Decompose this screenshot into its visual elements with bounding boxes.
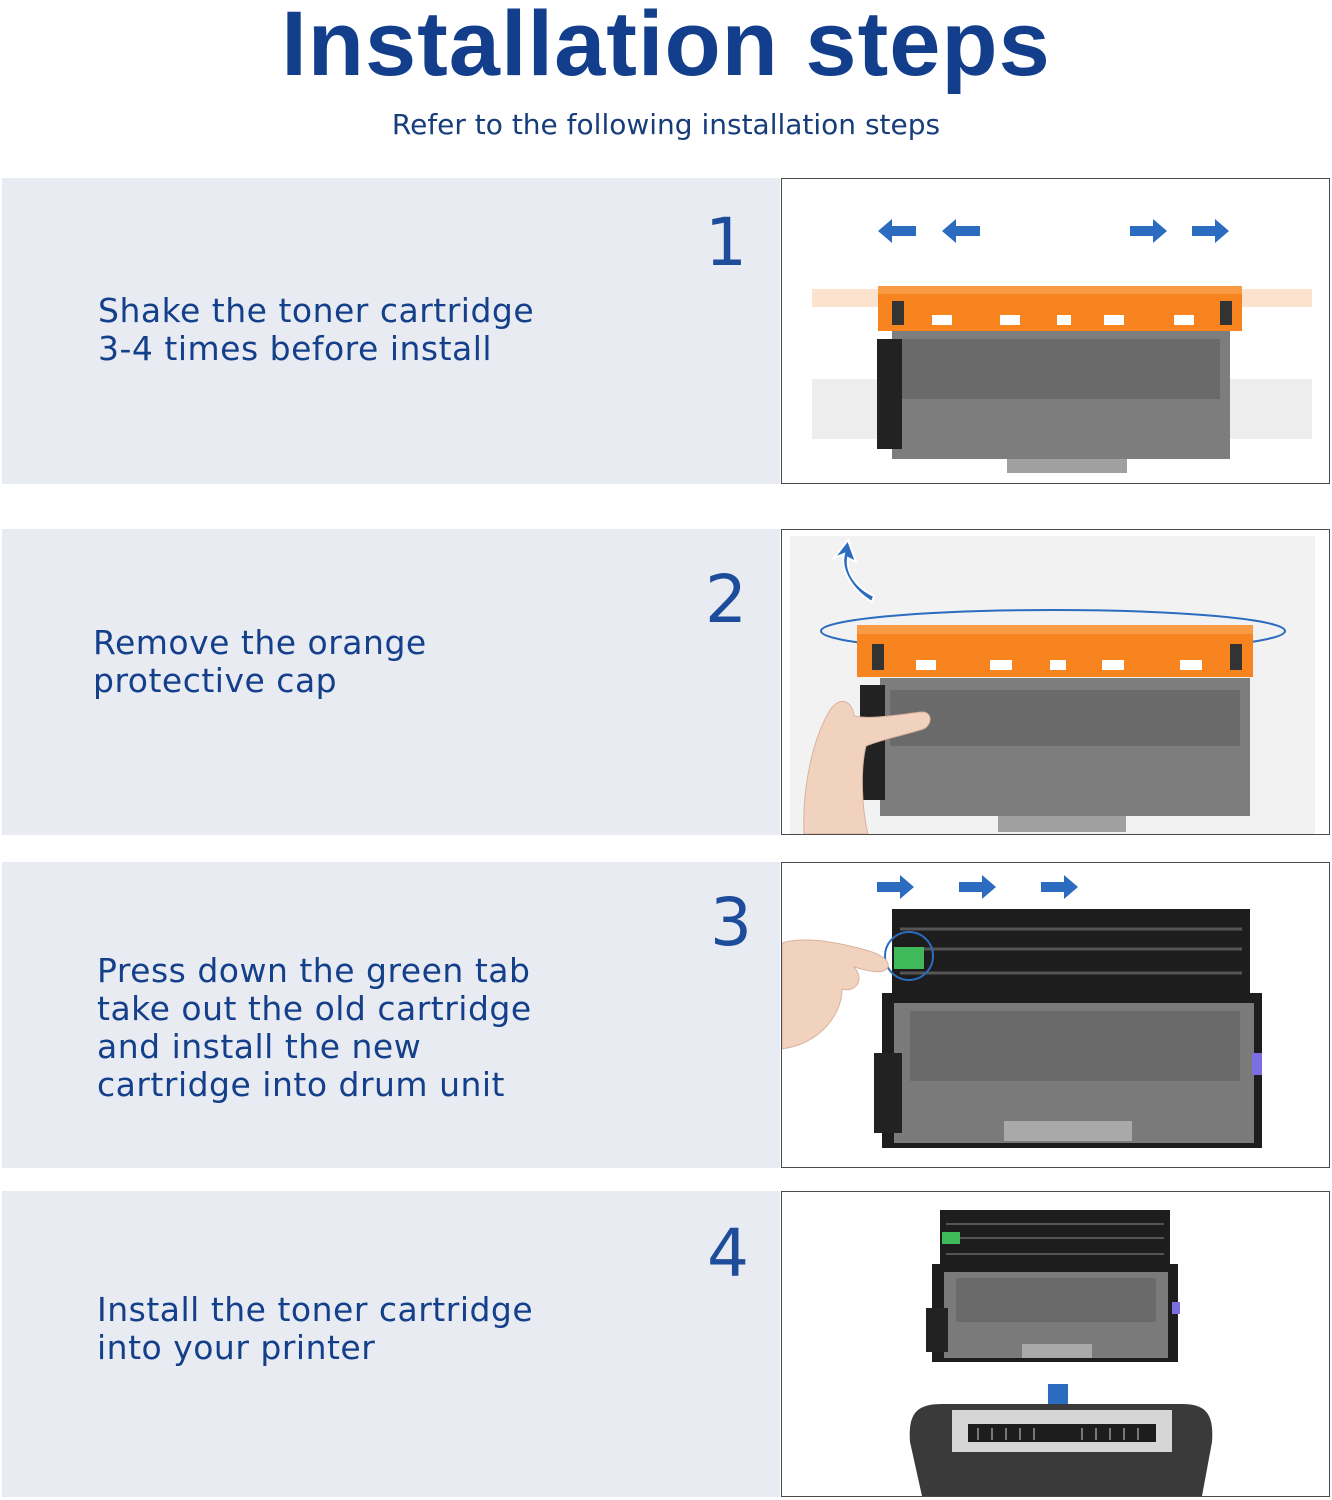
step-2-description: Remove the orange protective cap: [93, 623, 427, 700]
page-subtitle: Refer to the following installation step…: [391, 108, 941, 141]
step-4-panel: 4 Install the toner cartridge into your …: [2, 1191, 1330, 1497]
step-4-description: Install the toner cartridge into your pr…: [97, 1290, 534, 1367]
step-3-image: [781, 862, 1330, 1168]
step-4-number: 4: [707, 1215, 749, 1292]
step-1-image: [781, 178, 1330, 484]
step-1-panel: 1 Shake the toner cartridge 3-4 times be…: [2, 178, 1330, 484]
right-arrow-icon: [877, 875, 1078, 899]
step-3-panel: 3 Press down the green tab take out the …: [2, 862, 1330, 1168]
curved-arrow-icon: [830, 537, 876, 604]
right-arrow-icon: [1130, 219, 1229, 243]
page-title: Installation steps: [281, 0, 1051, 95]
step-2-text-box: 2 Remove the orange protective cap: [2, 529, 780, 835]
step-1-description: Shake the toner cartridge 3-4 times befo…: [98, 291, 535, 368]
left-arrow-icon: [878, 219, 980, 243]
step-3-text-box: 3 Press down the green tab take out the …: [2, 862, 780, 1168]
hand-icon: [782, 939, 889, 1050]
install-into-printer-illustration: [909, 1210, 1213, 1496]
step-1-number: 1: [705, 204, 747, 281]
toner-cartridge-shaking-illustration: [812, 219, 1312, 473]
remove-orange-cap-illustration: [790, 536, 1315, 834]
step-2-panel: 2 Remove the orange protective cap: [2, 529, 1330, 835]
step-1-text-box: 1 Shake the toner cartridge 3-4 times be…: [2, 178, 780, 484]
hand-icon: [803, 701, 931, 834]
step-2-number: 2: [705, 561, 747, 638]
step-4-text-box: 4 Install the toner cartridge into your …: [2, 1191, 780, 1497]
drum-unit-green-tab-illustration: [782, 875, 1262, 1148]
step-4-image: [781, 1191, 1330, 1497]
step-3-description: Press down the green tab take out the ol…: [97, 951, 532, 1104]
green-tab-icon: [894, 947, 924, 969]
step-3-number: 3: [710, 884, 752, 961]
step-2-image: [781, 529, 1330, 835]
